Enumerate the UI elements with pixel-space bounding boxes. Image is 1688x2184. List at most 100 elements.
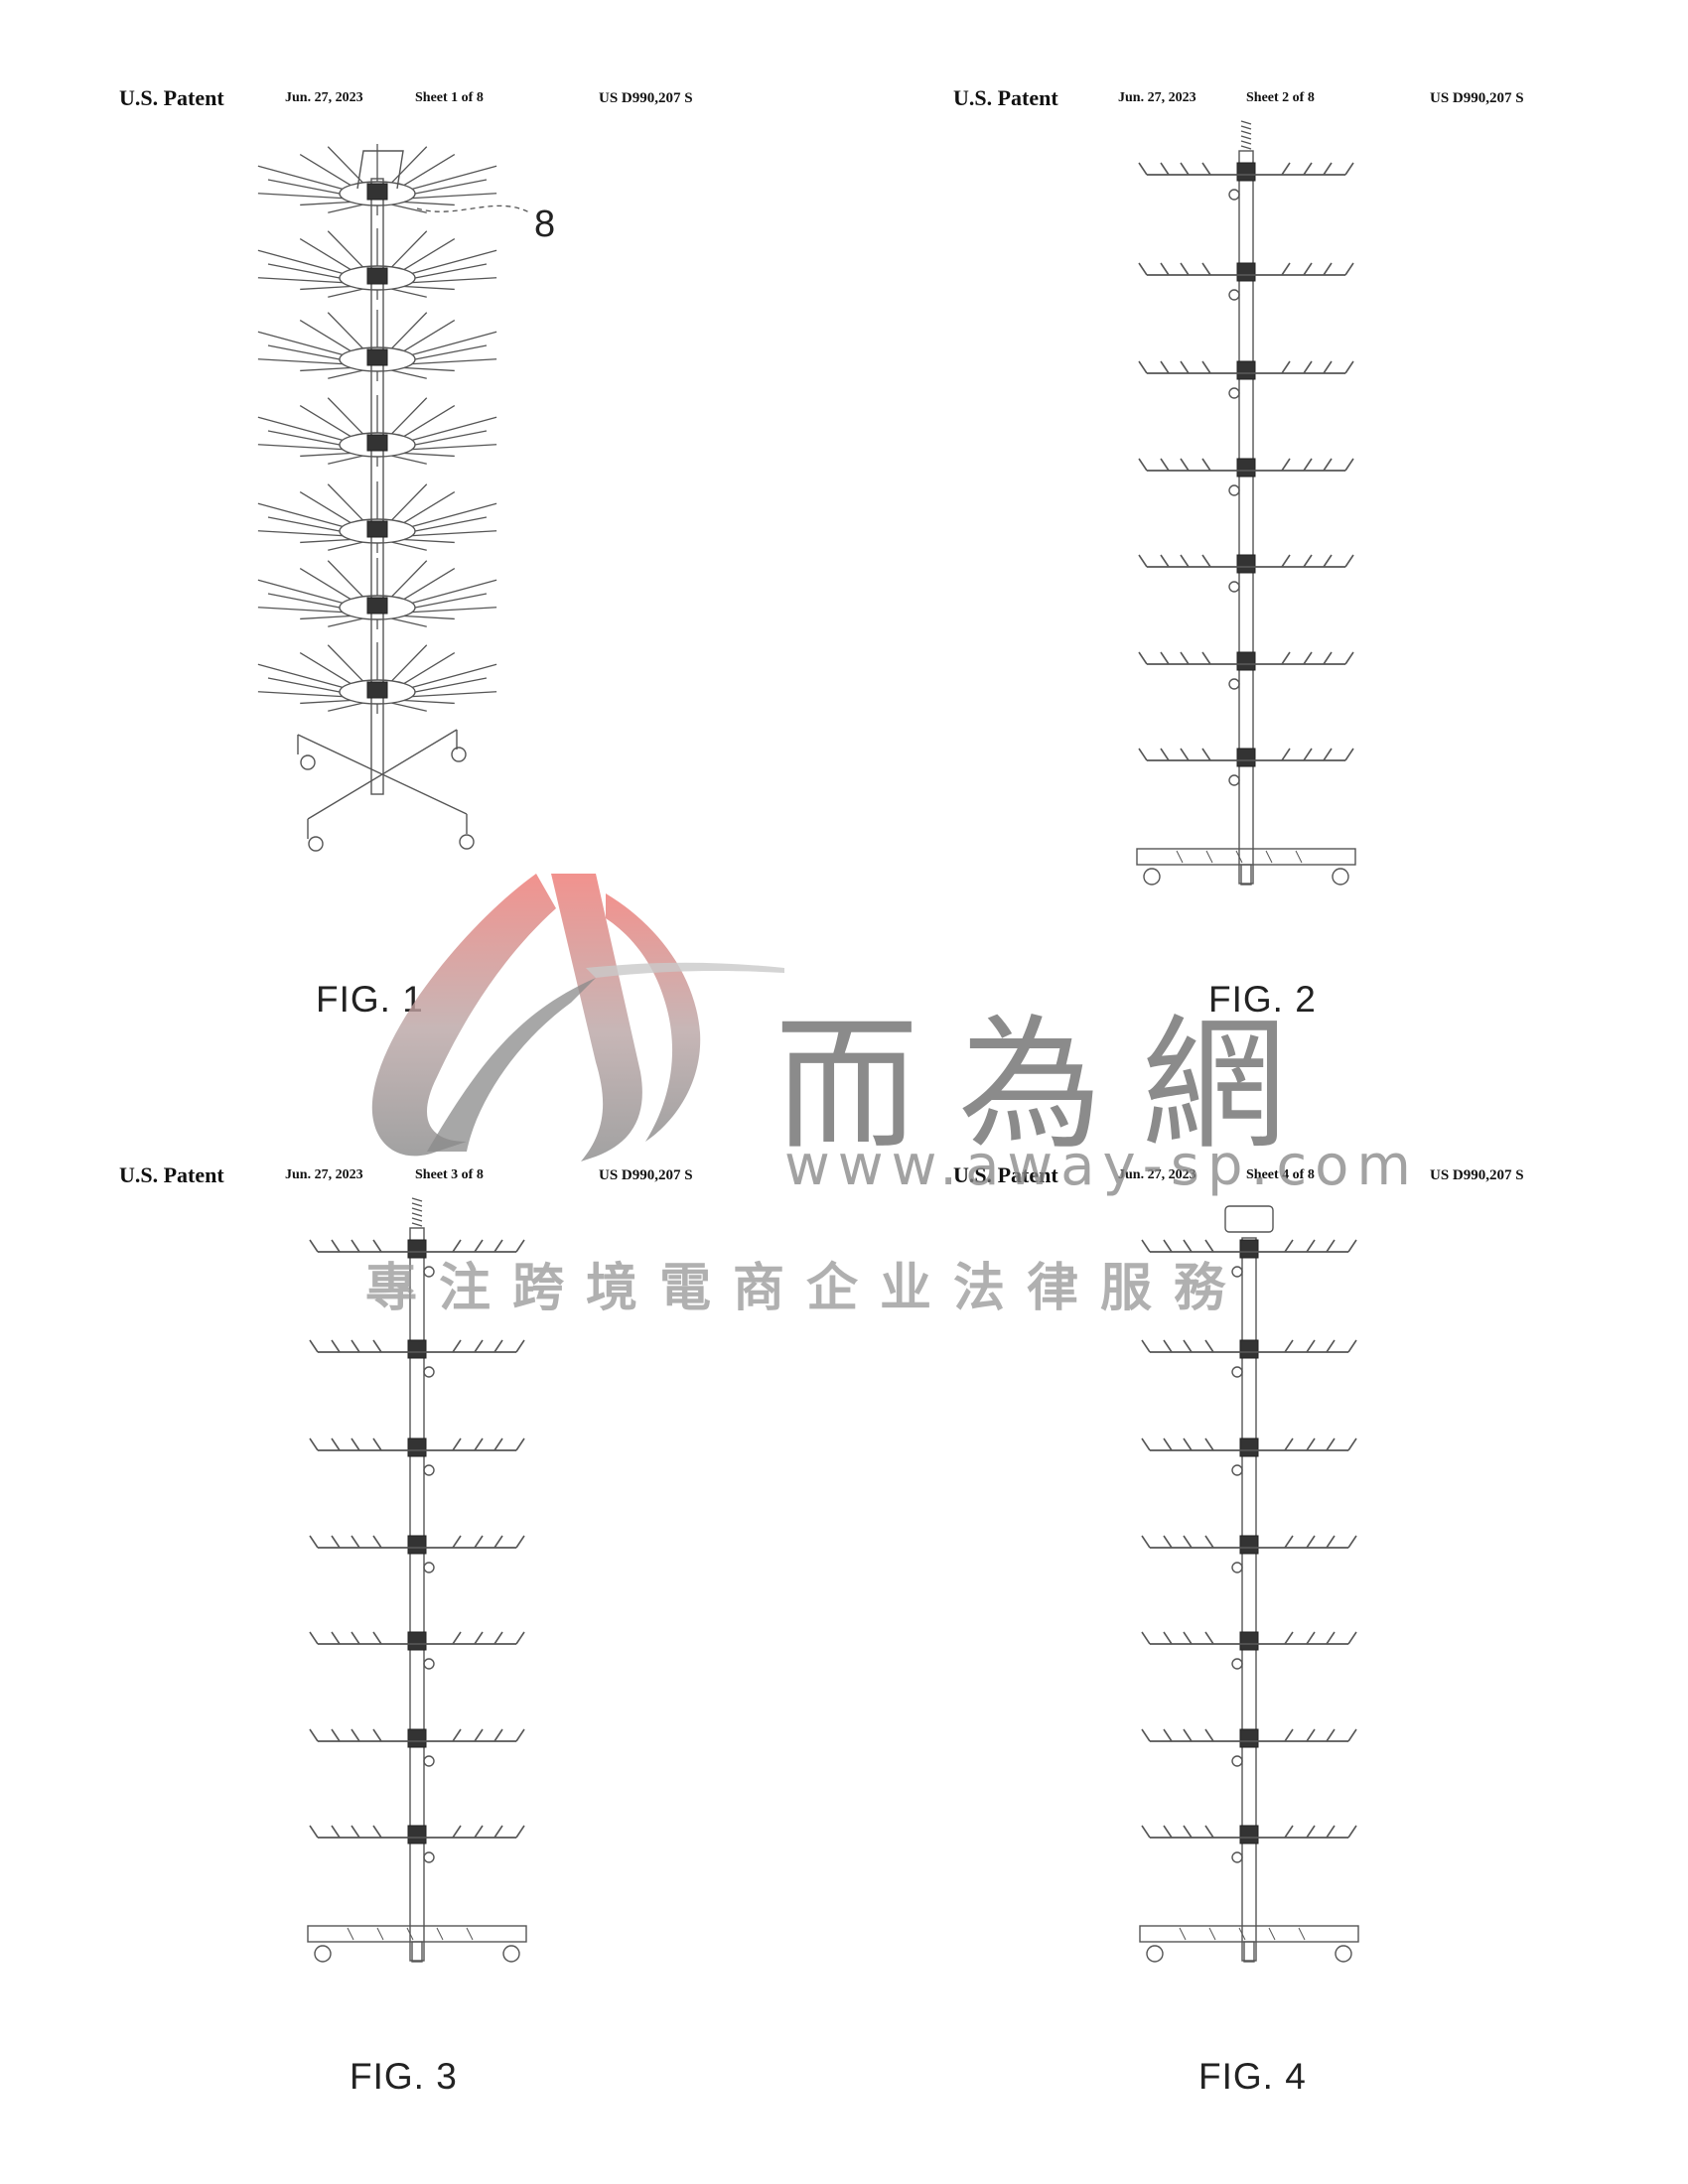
- hook-arm: [1347, 1339, 1357, 1353]
- pole-foot: [411, 1941, 423, 1963]
- hook-arm: [493, 1825, 503, 1839]
- threaded-tip: [1240, 130, 1252, 135]
- hook-arm: [1183, 1437, 1193, 1451]
- hook-arm: [328, 702, 363, 712]
- hook-arm: [328, 455, 363, 465]
- hook-arm: [351, 1631, 360, 1645]
- hook-arm: [309, 1339, 319, 1353]
- hook-arm: [411, 249, 497, 275]
- hook-arm: [309, 1535, 319, 1549]
- hook-arm: [1281, 162, 1291, 176]
- hook-arm: [411, 579, 497, 605]
- hook-arm: [1138, 262, 1148, 276]
- tier-knob: [423, 1755, 435, 1767]
- base-hatch: [1298, 1927, 1306, 1941]
- caster-wheel: [1146, 1945, 1164, 1963]
- tier-knob: [423, 1464, 435, 1476]
- figure-1-perspective-drawing: [257, 144, 532, 852]
- tier-knob: [1231, 1366, 1243, 1378]
- hook-arm: [1306, 1728, 1316, 1742]
- center-pole: [1238, 150, 1254, 885]
- threaded-tip: [411, 1212, 423, 1217]
- sheet-3: U.S. Patent Jun. 27, 2023 Sheet 3 of 8 U…: [0, 1077, 844, 2154]
- hook-arm: [403, 651, 456, 685]
- hook-arm: [1138, 458, 1148, 472]
- tier-hub: [366, 267, 388, 285]
- hook-arm: [1204, 1535, 1214, 1549]
- tier-hub: [1236, 748, 1256, 767]
- hook-arm: [1160, 458, 1170, 472]
- cross-base: [297, 729, 468, 839]
- hook-arm: [1306, 1437, 1316, 1451]
- caster-wheel: [314, 1945, 332, 1963]
- hook-arm: [1347, 1239, 1357, 1253]
- tier-knob: [1228, 484, 1240, 496]
- threaded-tip: [1240, 120, 1252, 125]
- hook-arm: [328, 369, 363, 379]
- hook-arm: [391, 230, 428, 268]
- hook-arm: [391, 541, 427, 551]
- hook-arm: [414, 593, 488, 609]
- patent-label: U.S. Patent: [953, 1162, 1058, 1187]
- hook-arm: [1323, 554, 1333, 568]
- hook-arm: [452, 1728, 462, 1742]
- hook-arm: [515, 1535, 525, 1549]
- hook-arm: [257, 416, 344, 442]
- sheet-number: Sheet 1 of 8: [415, 90, 484, 105]
- hook-arm: [257, 691, 343, 698]
- figure-label: FIG. 1: [316, 979, 424, 1020]
- hook-arm: [391, 204, 427, 213]
- base-frame: [1136, 848, 1356, 866]
- hook-arm: [1204, 1339, 1214, 1353]
- hook-arm: [1180, 360, 1190, 374]
- hook-arm: [1163, 1535, 1173, 1549]
- tier-knob: [1228, 289, 1240, 301]
- hook-arm: [1204, 1728, 1214, 1742]
- hook-arm: [1201, 262, 1211, 276]
- hook-arm: [1284, 1437, 1294, 1451]
- hook-arm: [1201, 748, 1211, 761]
- threaded-tip: [411, 1207, 423, 1212]
- tier-knob: [1231, 1755, 1243, 1767]
- hook-arm: [412, 277, 497, 284]
- sheet-number: Sheet 2 of 8: [1246, 90, 1315, 105]
- figure-label: FIG. 4: [1198, 2056, 1307, 2097]
- hook-arm: [474, 1535, 484, 1549]
- sheet-header: U.S. Patent Jun. 27, 2023 Sheet 1 of 8 U…: [0, 85, 844, 115]
- hook-arm: [327, 230, 363, 268]
- hook-arm: [1201, 458, 1211, 472]
- hook-arm: [391, 702, 427, 712]
- hook-arm: [452, 1339, 462, 1353]
- hook-arm: [391, 455, 427, 465]
- hook-arm: [452, 1437, 462, 1451]
- hook-arm: [331, 1631, 341, 1645]
- sheet-number: Sheet 4 of 8: [1246, 1167, 1315, 1182]
- base-hatch: [1176, 850, 1184, 864]
- base-frame: [1139, 1925, 1359, 1943]
- hook-arm: [267, 593, 341, 609]
- hook-arm: [309, 1631, 319, 1645]
- base-hatch: [1235, 850, 1243, 864]
- hook-arm: [1323, 262, 1333, 276]
- hook-arm: [1201, 360, 1211, 374]
- hook-arm: [391, 560, 428, 598]
- hook-arm: [414, 516, 488, 532]
- hook-arm: [1326, 1631, 1336, 1645]
- tier-hub: [1236, 162, 1256, 182]
- hook-arm: [300, 201, 352, 206]
- sheet-2: U.S. Patent Jun. 27, 2023 Sheet 2 of 8 U…: [844, 0, 1688, 1077]
- hook-arm: [331, 1825, 341, 1839]
- hook-arm: [257, 530, 343, 537]
- hook-arm: [403, 201, 455, 206]
- hook-arm: [372, 1728, 382, 1742]
- sheet-number: Sheet 3 of 8: [415, 1167, 484, 1182]
- figure-label: FIG. 2: [1208, 979, 1317, 1020]
- hook-arm: [372, 1239, 382, 1253]
- tier-knob: [423, 1266, 435, 1278]
- hook-arm: [331, 1728, 341, 1742]
- tier-hub: [407, 1437, 427, 1457]
- hook-arm: [1303, 162, 1313, 176]
- hook-arm: [1281, 360, 1291, 374]
- hook-arm: [493, 1339, 503, 1353]
- center-pole: [1241, 1237, 1257, 1962]
